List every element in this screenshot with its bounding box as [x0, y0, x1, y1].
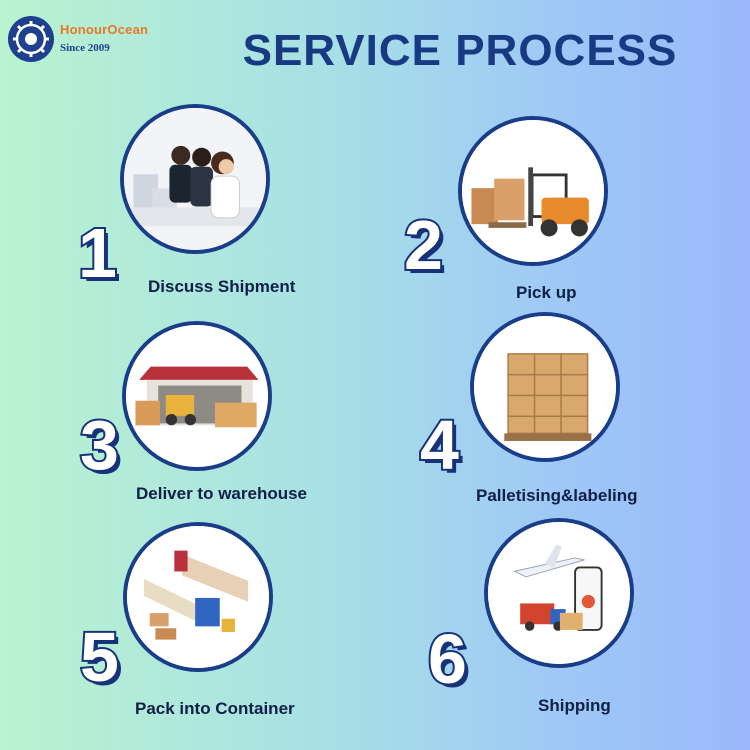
step-3-number: 3: [78, 406, 121, 484]
brand-logo: HonourOcean Since 2009: [8, 16, 168, 66]
step-2-label: Pick up: [516, 283, 577, 302]
container-loading-icon: [127, 526, 269, 668]
step-6-label: Shipping: [538, 696, 611, 715]
step-1-image: [120, 104, 270, 254]
step-4-image: [470, 312, 620, 462]
call-center-agents-icon: [124, 108, 266, 250]
step-5-label: Pack into Container: [135, 699, 295, 718]
brand-tagline: Since 2009: [60, 42, 110, 54]
step-5-number: 5: [78, 618, 121, 696]
step-1-label: Discuss Shipment: [148, 277, 296, 296]
pallet-boxes-icon: [474, 316, 616, 458]
step-2-image: [458, 116, 608, 266]
step-5-image: [123, 522, 273, 672]
forklift-boxes-icon: [462, 120, 604, 262]
logo-badge-icon: [8, 16, 54, 62]
brand-name: HonourOcean: [60, 22, 149, 37]
step-3-image: [122, 321, 272, 471]
step-6-image: [484, 518, 634, 668]
step-4-label: Palletising&labeling: [476, 486, 638, 505]
page-title: SERVICE PROCESS: [242, 26, 678, 75]
step-2-number: 2: [402, 206, 445, 284]
step-6-number: 6: [426, 620, 469, 698]
step-4-number: 4: [418, 406, 461, 484]
step-3-label: Deliver to warehouse: [136, 484, 308, 503]
step-1-number: 1: [76, 214, 119, 292]
warehouse-forklift-icon: [126, 325, 268, 467]
airplane-truck-tracking-icon: [488, 522, 630, 664]
